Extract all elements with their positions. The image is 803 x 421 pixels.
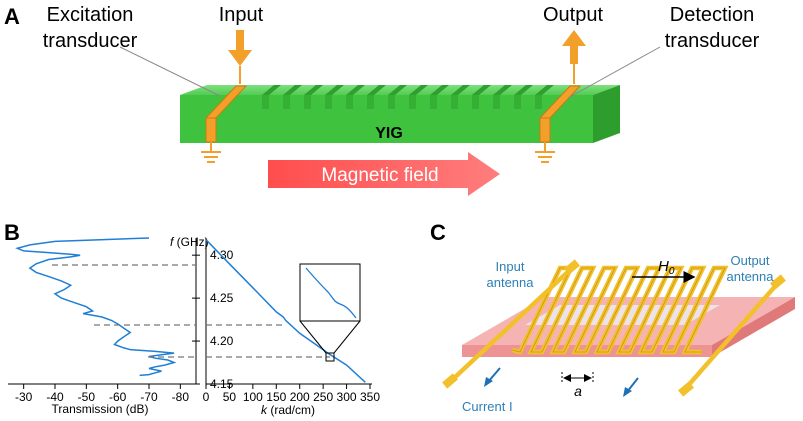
transmission-plot: -30 -40 -50 -60 -70 -80 Transmission (dB): [8, 237, 196, 416]
transmission-x-ticks: -30 -40 -50 -60 -70 -80: [15, 384, 189, 404]
output-antenna-label-line1: Output: [730, 253, 769, 268]
frequency-axis: 4.154.204.254.30 f (GHz): [170, 235, 234, 391]
transmission-tick-label: -80: [172, 390, 190, 404]
grating-groove-wall: [535, 95, 542, 109]
k-tick-label: 200: [290, 390, 310, 404]
grating-groove: [493, 85, 512, 95]
grating-groove: [409, 85, 428, 95]
grating-groove-wall: [262, 95, 269, 109]
grating-groove-wall: [388, 95, 395, 109]
panel-a: A: [4, 4, 760, 196]
grating-groove: [430, 85, 449, 95]
period-label: a: [574, 383, 582, 399]
transmission-tick-label: -30: [15, 390, 33, 404]
grating-groove: [367, 85, 386, 95]
k-tick-label: 350: [360, 390, 380, 404]
frequency-axis-label: f (GHz): [170, 235, 209, 249]
input-antenna-label-line1: Input: [496, 259, 525, 274]
grating-groove-wall: [325, 95, 332, 109]
yig-grating: [262, 85, 554, 109]
k-tick-label: 100: [243, 390, 263, 404]
grating-groove: [514, 85, 533, 95]
k-axis-label: k (rad/cm): [261, 403, 315, 417]
h0-label: H0: [658, 258, 675, 277]
yig-bar: [180, 85, 620, 143]
input-antenna-label-line2: antenna: [487, 275, 535, 290]
current-label: Current I: [462, 399, 513, 414]
detection-label-line2: transducer: [665, 30, 760, 52]
panel-c: C: [430, 220, 795, 414]
panel-b-letter: B: [4, 220, 20, 245]
ground-symbol-left: [201, 151, 221, 163]
k-tick-label: 150: [266, 390, 286, 404]
transmission-series: [15, 237, 177, 377]
yig-label: YIG: [375, 125, 403, 142]
detection-leader-line: [567, 46, 661, 99]
zoom-inset: [299, 263, 361, 362]
detection-label-line1: Detection: [670, 4, 755, 26]
grating-groove: [325, 85, 344, 95]
grating-groove: [346, 85, 365, 95]
frequency-tick-label: 4.20: [210, 334, 234, 348]
k-tick-label: 300: [337, 390, 357, 404]
transmission-tick-label: -60: [109, 390, 127, 404]
current-arrow-left: [484, 367, 501, 387]
dashed-guides: [52, 264, 330, 358]
panel-b: B -30 -40 -50 -60 -70 -80 Transmission (dB) 4…: [4, 220, 380, 417]
k-tick-label: 250: [313, 390, 333, 404]
magnetic-field-arrow: Magnetic field: [268, 152, 500, 196]
grating-groove-wall: [493, 95, 500, 109]
k-tick-label: 50: [223, 390, 237, 404]
meander-antenna-edge: [511, 267, 726, 353]
yig-front-face: [180, 95, 593, 143]
transmission-tick-label: -50: [78, 390, 96, 404]
grating-groove: [262, 85, 281, 95]
transmission-x-label: Transmission (dB): [52, 402, 149, 416]
grating-groove: [535, 85, 554, 95]
frequency-tick-label: 4.25: [210, 291, 234, 305]
grating-groove: [283, 85, 302, 95]
magnetic-field-label: Magnetic field: [321, 165, 438, 186]
output-antenna-lead: [678, 274, 786, 397]
output-label: Output: [543, 4, 603, 26]
grating-groove-wall: [451, 95, 458, 109]
grating-groove: [388, 85, 407, 95]
output-antenna-label-line2: antenna: [727, 269, 775, 284]
input-antenna-lead: [442, 259, 580, 389]
grating-groove-wall: [430, 95, 437, 109]
period-indicator: a: [561, 372, 594, 399]
output-arrow: [562, 30, 586, 84]
dispersion-series: [205, 239, 366, 383]
excitation-label-line2: transducer: [43, 30, 138, 52]
grating-groove: [472, 85, 491, 95]
current-arrow-right: [623, 377, 639, 397]
grating-groove-wall: [367, 95, 374, 109]
yig-side-face: [593, 85, 620, 143]
grating-groove-wall: [283, 95, 290, 109]
grating-groove-wall: [346, 95, 353, 109]
grating-groove: [304, 85, 323, 95]
k-tick-label: 0: [203, 390, 210, 404]
transmission-tick-label: -70: [140, 390, 158, 404]
panel-c-letter: C: [430, 220, 446, 245]
excitation-transducer: [201, 85, 248, 163]
transmission-tick-label: -40: [46, 390, 64, 404]
detection-transducer: [535, 85, 582, 163]
grating-groove-wall: [514, 95, 521, 109]
ground-symbol-right: [535, 151, 555, 163]
excitation-leader-line: [119, 46, 221, 97]
input-label: Input: [219, 4, 264, 26]
frequency-ticks: 4.154.204.254.30: [192, 248, 234, 391]
grating-groove-wall: [304, 95, 311, 109]
excitation-label-line1: Excitation: [47, 4, 134, 26]
grating-groove-wall: [409, 95, 416, 109]
panel-a-letter: A: [4, 4, 20, 29]
grating-groove: [451, 85, 470, 95]
h0-field-arrow: H0: [632, 258, 696, 283]
input-arrow: [228, 30, 252, 84]
grating-groove-wall: [472, 95, 479, 109]
